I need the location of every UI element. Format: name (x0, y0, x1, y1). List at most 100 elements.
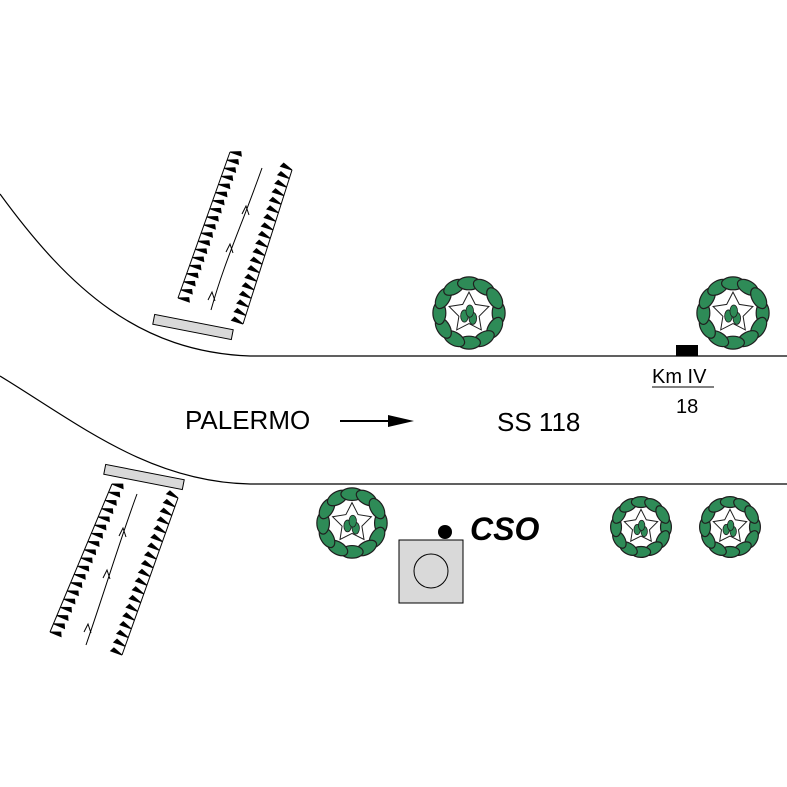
bank-tick (186, 272, 199, 279)
bank-tick (122, 612, 135, 621)
bank-tick (229, 151, 242, 157)
bank-tick (150, 533, 163, 543)
bridge-icon (152, 313, 234, 341)
bank-tick (230, 316, 244, 325)
bridge-north (152, 151, 293, 341)
tree-icon (698, 496, 762, 559)
bank-tick (98, 516, 110, 523)
road-edge-south (0, 375, 787, 485)
tree-icon (316, 487, 388, 559)
tree-icon (696, 276, 770, 350)
bank-tick (209, 207, 222, 214)
bank-tick (233, 307, 247, 316)
bank-tick (112, 638, 126, 647)
tree-leaf (348, 514, 357, 528)
road-edge-north (0, 193, 787, 357)
direction-label: PALERMO (185, 405, 310, 435)
river-bank-left (49, 483, 124, 638)
bank-tick (111, 483, 124, 490)
tree-leaf (655, 505, 670, 524)
bank-tick (241, 282, 255, 291)
road-label: SS 118 (497, 407, 580, 437)
bank-tick (249, 256, 263, 265)
flow-arrow-icon (83, 526, 127, 634)
bank-tick (244, 273, 257, 282)
bank-tick (255, 239, 268, 248)
trees (316, 276, 770, 559)
bank-tick (238, 290, 252, 299)
bank-tick (67, 590, 79, 597)
station-point (438, 525, 452, 539)
station-box-icon (398, 539, 464, 604)
bank-tick (140, 559, 154, 569)
bank-tick (236, 299, 249, 308)
bank-tick (192, 256, 205, 263)
bank-tick (268, 196, 282, 205)
bank-tick (215, 191, 228, 198)
bank-tick (80, 557, 93, 564)
bank-tick (108, 491, 121, 498)
bank-tick (60, 606, 72, 613)
bank-tick (94, 524, 107, 531)
bank-tick (260, 222, 274, 231)
tree-leaf (638, 519, 646, 531)
tree-leaf (750, 287, 768, 310)
river-bank-left (177, 151, 242, 303)
bank-tick (63, 598, 76, 605)
bank-tick (128, 594, 141, 604)
bank-tick (200, 232, 214, 238)
bank-tick (73, 573, 86, 580)
tree-icon (432, 276, 506, 350)
road-edges (0, 193, 787, 485)
bank-tick (156, 516, 169, 525)
tree-leaf (486, 287, 504, 310)
bank-tick (119, 621, 132, 630)
bank-tick (134, 577, 148, 586)
bank-tick (147, 542, 160, 551)
bank-tick (198, 240, 211, 246)
bank-tick (53, 623, 66, 630)
bank-tick (263, 213, 276, 222)
bank-tick (212, 199, 225, 206)
bank-tick (153, 525, 166, 534)
bank-tick (206, 215, 219, 222)
bank-tick (271, 188, 285, 197)
tree-icon (609, 496, 673, 559)
bank-tick (279, 162, 293, 171)
bank-tick (77, 565, 90, 572)
marker-post-icon (676, 345, 698, 356)
river-bank-right (230, 162, 293, 325)
bank-tick (257, 230, 271, 239)
bank-tick (101, 508, 114, 515)
bank-tick (266, 205, 279, 214)
bank-tick (115, 629, 129, 639)
bank-tick (91, 532, 103, 539)
station-label: CSO (470, 511, 539, 547)
tree-leaf (744, 505, 759, 524)
bank-tick (162, 498, 176, 508)
bank-tick (224, 167, 237, 173)
river-bank-right (109, 490, 179, 656)
bank-tick (276, 171, 290, 180)
river-flow-line (210, 167, 263, 311)
bank-tick (125, 603, 138, 612)
bank-tick (189, 264, 202, 271)
tree-leaf (465, 304, 474, 318)
flow-arrow-icon (207, 204, 250, 302)
bank-tick (70, 582, 83, 589)
bank-tick (165, 490, 179, 499)
bank-tick (218, 183, 231, 190)
bank-tick (87, 541, 100, 547)
tree-leaf (727, 519, 735, 531)
bank-tick (177, 297, 190, 303)
arrow-icon (340, 415, 414, 427)
tree-leaf (729, 304, 738, 318)
bank-tick (137, 568, 151, 577)
bank-tick (143, 551, 157, 560)
bank-tick (49, 631, 62, 638)
bank-tick (180, 288, 193, 295)
bank-tick (221, 175, 234, 182)
bank-tick (104, 499, 117, 506)
river-flow-line (85, 493, 138, 646)
